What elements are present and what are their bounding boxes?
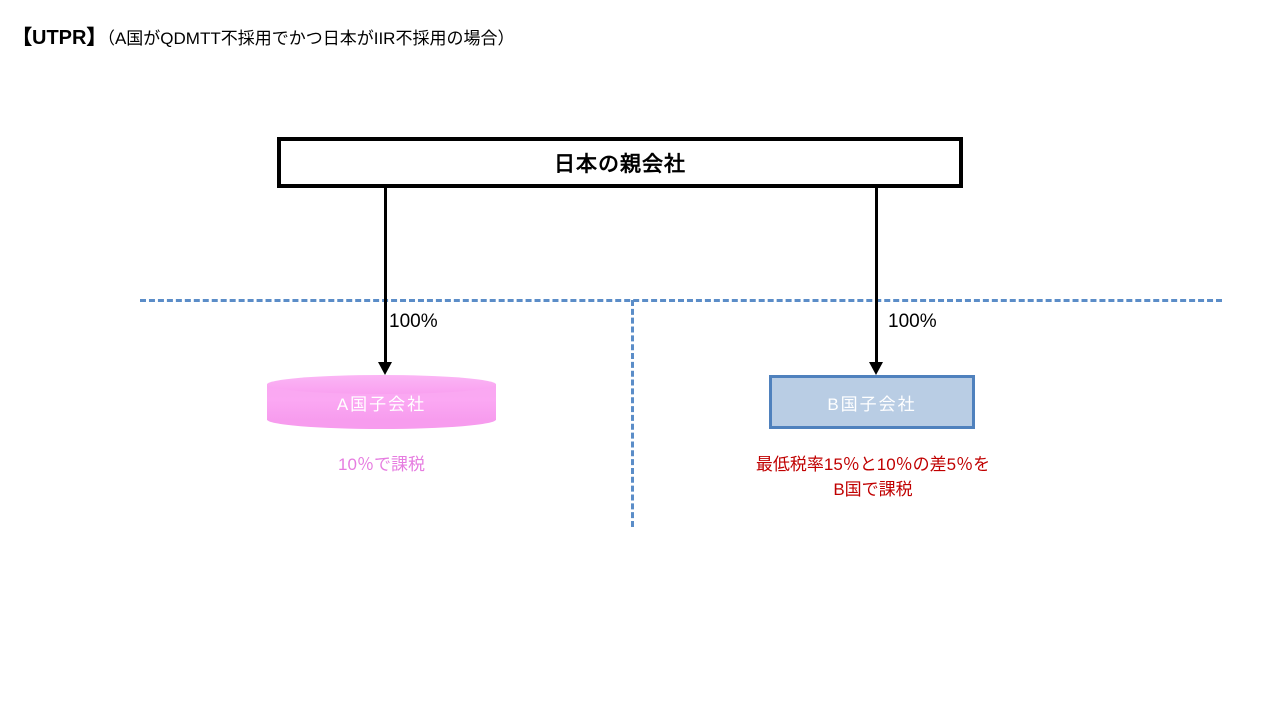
cylinder-top-ellipse — [267, 375, 496, 394]
ownership-percent-b: 100% — [888, 311, 937, 332]
page-title-tag: 【UTPR】 — [12, 27, 107, 49]
ownership-arrow-line-b — [875, 188, 878, 363]
ownership-arrow-head-a — [378, 362, 392, 375]
parent-company-box: 日本の親会社 — [277, 137, 963, 188]
country-border-horizontal-line — [140, 299, 1222, 302]
subsidiary-b-note: 最低税率15％と10％の差5％を B国で課税 — [710, 452, 1036, 502]
subsidiary-b-label: B国子会社 — [827, 394, 917, 414]
page-title-condition: （A国がQDMTT不採用でかつ日本がIIR不採用の場合） — [106, 29, 515, 48]
subsidiary-b-note-line2: B国で課税 — [833, 480, 913, 499]
subsidiary-a-label: A国子会社 — [336, 394, 427, 414]
country-border-vertical-line — [631, 300, 634, 527]
subsidiary-b-box: B国子会社 — [769, 375, 975, 429]
ownership-arrow-line-a — [384, 188, 387, 363]
subsidiary-a-note: 10％で課税 — [338, 455, 425, 474]
ownership-percent-a: 100% — [389, 311, 438, 332]
subsidiary-b-note-line1: 最低税率15％と10％の差5％を — [755, 455, 991, 474]
parent-company-label: 日本の親会社 — [554, 152, 686, 176]
subsidiary-a-cylinder: A国子会社 — [267, 375, 496, 429]
ownership-arrow-head-b — [869, 362, 883, 375]
page-title: 【UTPR】（A国がQDMTT不採用でかつ日本がIIR不採用の場合） — [12, 26, 514, 51]
